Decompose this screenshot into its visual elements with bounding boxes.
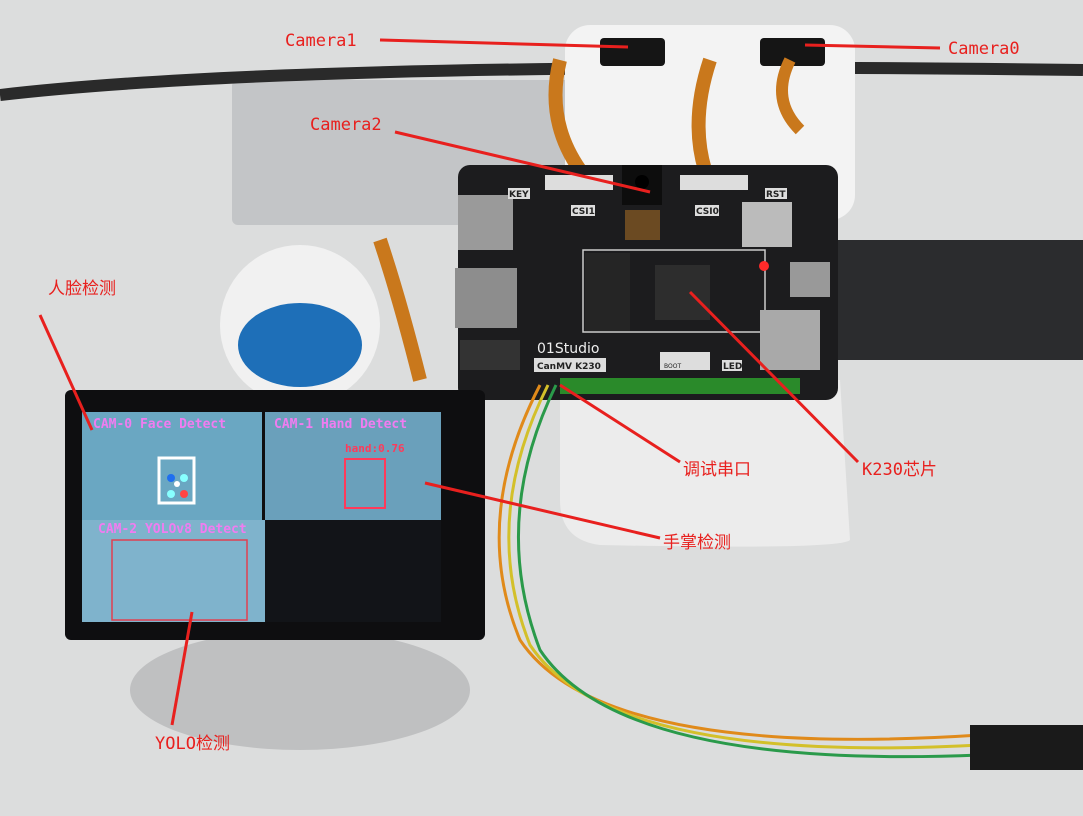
- camera1-module: [600, 38, 665, 66]
- k230-chip-label: K230芯片: [862, 460, 937, 480]
- ribbon-cable: [373, 237, 427, 382]
- palm-detect-pointer: [424, 481, 661, 540]
- debug-serial-label: 调试串口: [683, 460, 751, 480]
- face-detect-label: 人脸检测: [48, 279, 116, 299]
- cam0-title: CAM-0 Face Detect: [93, 417, 226, 432]
- gpio-header: [560, 378, 800, 394]
- cable: [0, 61, 1083, 101]
- serial-wire: [507, 384, 1083, 754]
- camera1-pointer: [379, 38, 629, 49]
- yolo-box: [111, 539, 248, 621]
- ribbon-cable: [548, 58, 586, 175]
- camera1-label: Camera1: [285, 31, 357, 51]
- screen-stand: [130, 630, 470, 750]
- cam2-title: CAM-2 YOLOv8 Detect: [98, 522, 247, 537]
- k230-chip: [655, 265, 710, 320]
- hand-score: hand:0.76: [345, 442, 405, 455]
- memory-chip: [585, 253, 630, 331]
- camera0-pointer: [804, 43, 941, 50]
- usb-c-port: [790, 262, 830, 297]
- camera2-pointer: [394, 130, 651, 194]
- serial-wire: [497, 384, 1083, 742]
- face-detect-pointer: [38, 314, 94, 431]
- csi0-connector: [680, 175, 748, 190]
- k230-chip-pointer: [688, 290, 860, 464]
- cam1-view: [265, 412, 441, 520]
- usb-port: [455, 268, 517, 328]
- k230-board: KEY RST CSI1 CSI0 01Studio CanMV K230 BO…: [455, 165, 838, 400]
- ribbon-cable: [776, 57, 805, 135]
- board-stand: [560, 380, 850, 547]
- boot-button[interactable]: BOOT: [664, 363, 681, 370]
- dupont-connectors: [970, 725, 1083, 770]
- debug-serial-pointer: [559, 383, 681, 464]
- camera0-label: Camera0: [948, 39, 1020, 59]
- rst-label: RST: [766, 190, 786, 200]
- audio-jack: [460, 340, 520, 370]
- cam1-title: CAM-1 Hand Detect: [274, 417, 407, 432]
- hdmi-port: [458, 195, 513, 250]
- key-label: KEY: [509, 190, 529, 200]
- ribbon-cable: [691, 57, 717, 173]
- led-label: LED: [723, 362, 742, 372]
- wifi-module: [742, 202, 792, 247]
- palm-detect-label: 手掌检测: [663, 533, 731, 553]
- model-label: CanMV K230: [537, 362, 601, 372]
- csi1-label: CSI1: [572, 207, 595, 217]
- power-strip: [830, 240, 1083, 360]
- power-led: [759, 261, 769, 271]
- robot-visor: [238, 303, 362, 387]
- brand-logo-text: 01Studio: [537, 341, 599, 357]
- camera2-label: Camera2: [310, 115, 382, 135]
- sd-card-slot: [760, 310, 820, 370]
- csi0-label: CSI0: [696, 207, 719, 217]
- lcd-screen: CAM-0 Face Detect CAM-1 Hand Detect hand…: [65, 390, 485, 640]
- yolo-detect-label: YOLO检测: [155, 734, 230, 754]
- face-box: [157, 456, 196, 505]
- yolo-detect-pointer: [170, 611, 194, 726]
- serial-wire: [516, 384, 1083, 767]
- csi1-connector: [545, 175, 613, 190]
- hand-box: [344, 458, 386, 509]
